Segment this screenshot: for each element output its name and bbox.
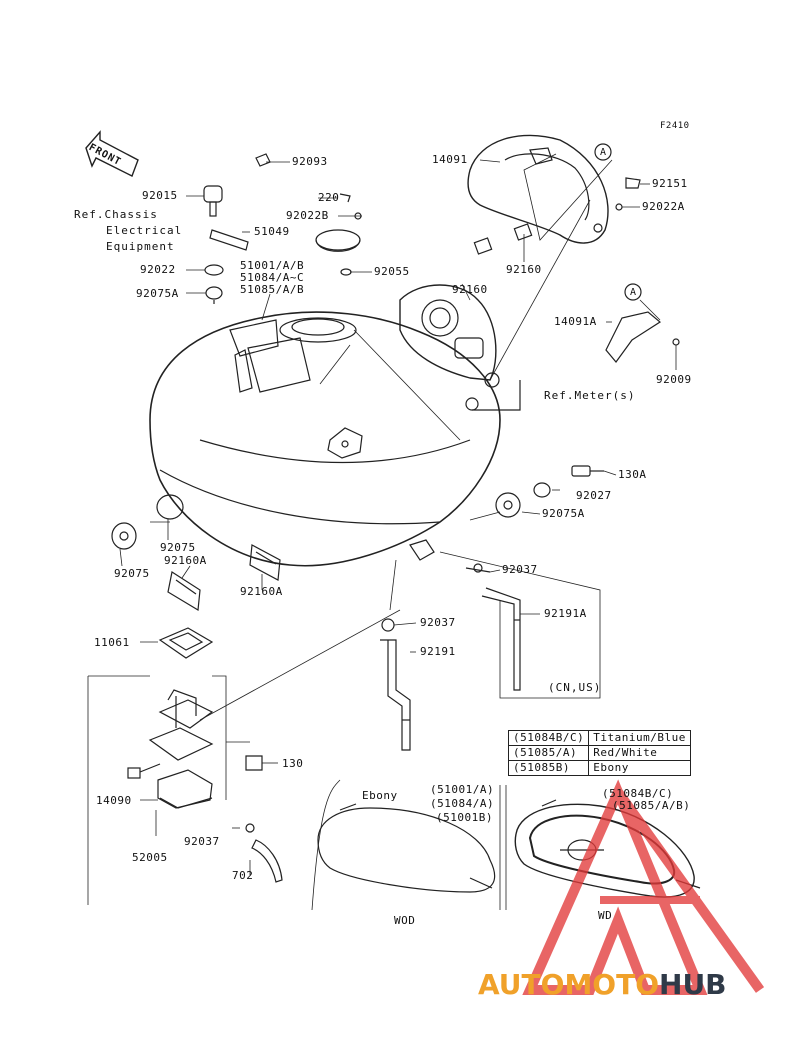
part-label: 702 bbox=[232, 869, 254, 882]
part-label: 92191 bbox=[420, 645, 456, 658]
region-note: (CN,US) bbox=[548, 681, 602, 694]
watermark-text: AUTOMOTOHUB bbox=[478, 968, 727, 1001]
variant-sub: WOD bbox=[394, 914, 416, 927]
variant-code: (51001/A) bbox=[430, 783, 495, 796]
part-label: 92022A bbox=[642, 200, 685, 213]
ref-chassis-line2: Electrical bbox=[106, 224, 183, 237]
part-label: 92075A bbox=[542, 507, 585, 520]
figure-code: F2410 bbox=[660, 121, 690, 131]
part-label: 92009 bbox=[656, 373, 692, 386]
ref-chassis-line3: Equipment bbox=[106, 240, 175, 253]
part-label: 51001/A/B bbox=[240, 259, 305, 272]
part-label: 92075 bbox=[114, 567, 150, 580]
table-row: (51085/A) Red/White bbox=[507, 745, 691, 761]
ref-meter: Ref.Meter(s) bbox=[544, 389, 636, 402]
part-label: 92160A bbox=[164, 554, 207, 567]
variant-code: (51084/A) bbox=[430, 797, 495, 810]
color-name: Ebony bbox=[588, 760, 691, 776]
table-row: (51084B/C) Titanium/Blue bbox=[507, 730, 691, 746]
variant-code: (51085/A/B) bbox=[612, 799, 691, 812]
part-label: 92055 bbox=[374, 265, 410, 278]
part-label: 92160 bbox=[452, 283, 488, 296]
part-label: 92160A bbox=[240, 585, 283, 598]
part-label: 92037 bbox=[184, 835, 220, 848]
color-code: (51084B/C) bbox=[507, 730, 590, 746]
part-label: 92027 bbox=[576, 489, 612, 502]
part-label: 92037 bbox=[420, 616, 456, 629]
part-label: 51049 bbox=[254, 225, 290, 238]
watermark-part2: HUB bbox=[659, 968, 727, 1001]
callout-label: A bbox=[630, 287, 637, 298]
gasket bbox=[158, 627, 214, 659]
variant-code: (51084B/C) bbox=[602, 787, 674, 800]
watermark-part1: AUTOMOTO bbox=[478, 968, 660, 1001]
color-code: (51085B) bbox=[507, 760, 590, 776]
variant-title: Ebony bbox=[362, 789, 398, 802]
color-name: Titanium/Blue bbox=[588, 730, 691, 746]
part-label: 220 bbox=[318, 191, 340, 204]
part-label: 51085/A/B bbox=[240, 283, 305, 296]
part-label: 92151 bbox=[652, 177, 688, 190]
part-label: 130 bbox=[282, 757, 304, 770]
part-label: 92191A bbox=[544, 607, 587, 620]
part-label: 51084/A~C bbox=[240, 271, 305, 284]
part-label: 92022B bbox=[286, 209, 329, 222]
meter-cover bbox=[467, 134, 609, 244]
part-label: 92093 bbox=[292, 155, 328, 168]
color-table: (51084B/C) Titanium/Blue (51085/A) Red/W… bbox=[507, 730, 691, 776]
color-name: Red/White bbox=[588, 745, 691, 761]
part-label: 14090 bbox=[96, 794, 132, 807]
part-label: 52005 bbox=[132, 851, 168, 864]
part-label: 92022 bbox=[140, 263, 176, 276]
part-label: 14091A bbox=[554, 315, 597, 328]
watermark-logo bbox=[522, 779, 765, 995]
ref-chassis-line1: Ref.Chassis bbox=[74, 208, 158, 221]
meter-unit bbox=[399, 284, 497, 381]
part-label: 92015 bbox=[142, 189, 178, 202]
variant-code: (51001B) bbox=[436, 811, 493, 824]
table-row: (51085B) Ebony bbox=[507, 760, 691, 776]
color-code: (51085/A) bbox=[507, 745, 590, 761]
callout-label: A bbox=[600, 147, 607, 158]
part-label: 11061 bbox=[94, 636, 130, 649]
front-arrow-icon bbox=[85, 130, 139, 177]
part-label: 14091 bbox=[432, 153, 468, 166]
variant-sub: WD bbox=[598, 909, 613, 922]
tank-variant-wod bbox=[317, 807, 496, 893]
part-label: 92075 bbox=[160, 541, 196, 554]
part-label: 130A bbox=[618, 468, 647, 481]
part-label: 92075A bbox=[136, 287, 179, 300]
part-label: 92037 bbox=[502, 563, 538, 576]
fuel-tank bbox=[149, 311, 501, 567]
part-label: 92160 bbox=[506, 263, 542, 276]
